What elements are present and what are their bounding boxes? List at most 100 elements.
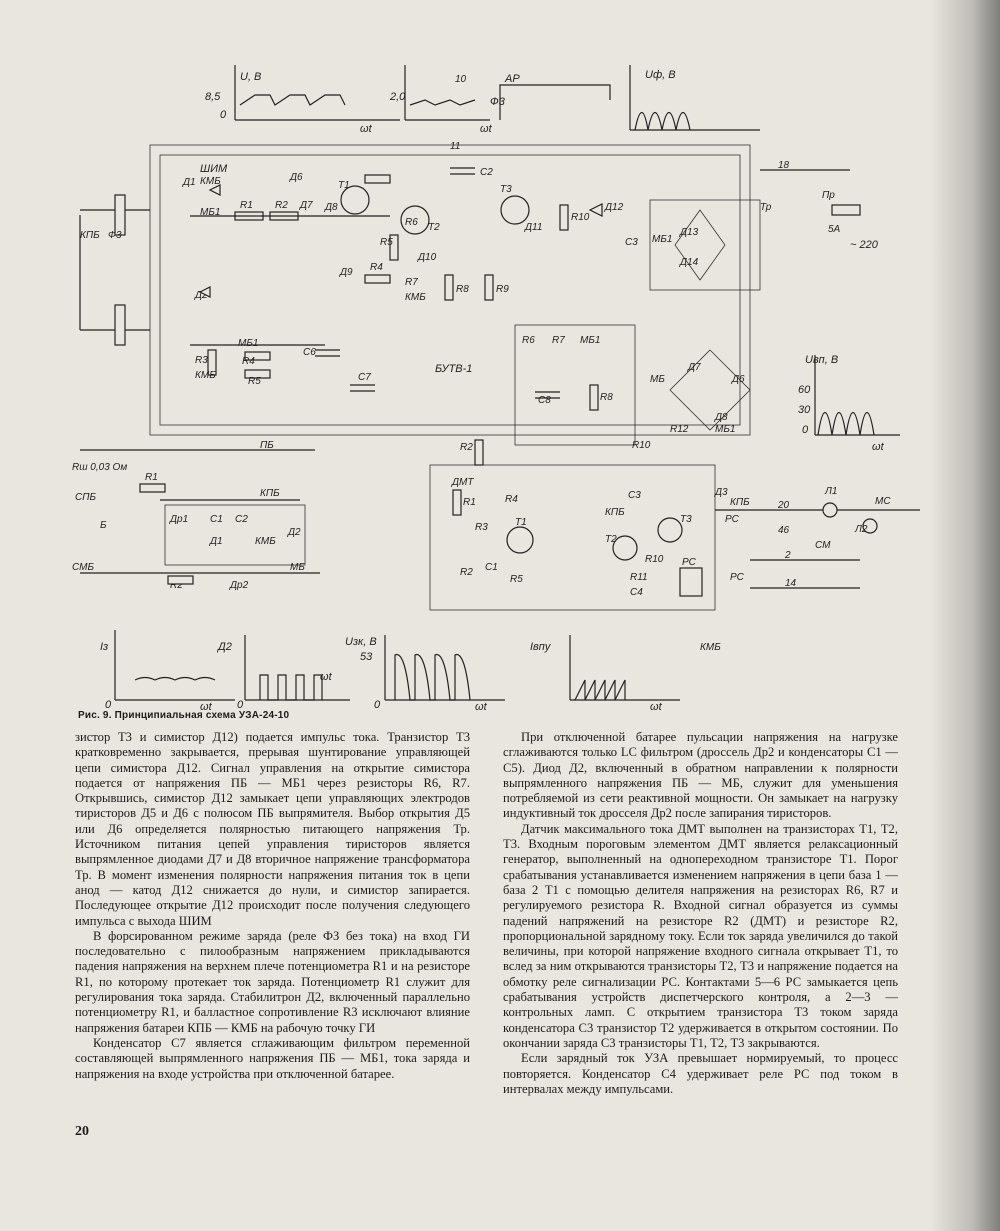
label-mb1-e: МБ1 xyxy=(715,424,735,435)
transistor-t1: T1 xyxy=(338,180,370,215)
label-r5-dmt: R5 xyxy=(510,574,523,585)
label-d14: Д14 xyxy=(679,257,699,268)
label-c2-out: C2 xyxy=(235,514,248,525)
label-r8b: R8 xyxy=(600,392,613,403)
label-sm: СМ xyxy=(815,540,831,551)
waveform-i-vpu: Iвпу ωt КМБ xyxy=(530,635,721,713)
label-rs-contact: РС xyxy=(725,514,740,525)
waveform-i-z: Iз 0 ωt xyxy=(100,630,235,713)
label-kmb-shim: КМБ xyxy=(200,176,221,187)
label-ms: МС xyxy=(875,496,891,507)
label-r4: R4 xyxy=(370,262,383,273)
label-r2-out: R2 xyxy=(170,580,183,591)
label-k18: 18 xyxy=(778,160,790,171)
label-d12: Д12 xyxy=(604,202,624,213)
axis-wt-2: ωt xyxy=(480,123,493,135)
label-dr1: Др1 xyxy=(169,514,188,525)
label-mb: МБ xyxy=(650,374,665,385)
page-edge-shadow xyxy=(930,0,1000,1231)
left-paragraph-2: В форсированном режиме заряда (реле ФЗ б… xyxy=(75,928,470,1035)
axis-53: 53 xyxy=(360,651,373,663)
label-butv: БУТВ-1 xyxy=(435,363,472,375)
label-r1-out: R1 xyxy=(145,472,158,483)
label-l2: Л2 xyxy=(854,524,868,535)
label-r8: R8 xyxy=(456,284,469,295)
right-paragraph-3: Если зарядный ток УЗА превышает нормируе… xyxy=(503,1051,898,1096)
figure-caption: Рис. 9. Принципиальная схема УЗА-24-10 xyxy=(78,710,290,721)
label-t3-dmt: T3 xyxy=(680,514,692,525)
label-kmb-out: КМБ xyxy=(255,536,276,547)
label-c6: C6 xyxy=(303,347,316,358)
dmt-block: ДМТ R1 R2 R4 R3 T1 R2 C1 R5 C3 КПБ T2 T3… xyxy=(429,439,750,611)
label-r11-dmt: R11 xyxy=(630,572,648,583)
label-r1: R1 xyxy=(240,200,253,211)
label-shim: ШИМ xyxy=(200,163,228,175)
label-d1-out: Д1 xyxy=(209,536,223,547)
axis-8-5: 8,5 xyxy=(205,91,221,103)
label-d2: Д2 xyxy=(194,290,208,301)
label-r1-dmt: R1 xyxy=(463,497,476,508)
label-r9: R9 xyxy=(496,284,509,295)
axis-wt-d2: ωt xyxy=(320,671,333,683)
label-r7b: R7 xyxy=(552,335,565,346)
waveform-uvp: Uвп, В 60 30 0 ωt xyxy=(798,354,900,453)
axis-wt-iz: ωt xyxy=(200,701,213,710)
axis-zero-vp: 0 xyxy=(802,424,809,436)
right-paragraph-2: Датчик максимального тока ДМТ выполнен н… xyxy=(503,821,898,1050)
label-r4-dmt: R4 xyxy=(505,494,518,505)
label-f3-top: Ф3 xyxy=(490,96,506,108)
axis-zero-iz: 0 xyxy=(105,699,112,710)
label-kpb-dmt: КПБ xyxy=(605,507,625,518)
label-t1-dmt: T1 xyxy=(515,517,527,528)
page-number: 20 xyxy=(75,1124,89,1139)
label-ac: ~ 220 xyxy=(850,239,879,251)
label-r10b: R10 xyxy=(632,440,651,451)
circuit-diagram: U, В 8,5 0 ωt 2,0 ωt АР Ф3 xyxy=(60,60,940,713)
label-r5: R5 xyxy=(380,237,393,248)
label-mb1-b: МБ1 xyxy=(652,234,672,245)
axis-60: 60 xyxy=(798,384,811,396)
label-r3-dmt: R3 xyxy=(475,522,488,533)
label-k14: 14 xyxy=(785,578,797,589)
label-r6b: R6 xyxy=(522,335,535,346)
label-r12: R12 xyxy=(670,424,689,435)
label-kmb-left: КМБ xyxy=(195,370,216,381)
label-t1: T1 xyxy=(338,180,350,191)
label-f3-left: Ф3 xyxy=(108,230,122,241)
label-kpb-out: КПБ xyxy=(260,488,280,499)
schematic-svg: U, В 8,5 0 ωt 2,0 ωt АР Ф3 xyxy=(72,65,920,713)
label-r2-dmt: R2 xyxy=(460,567,473,578)
label-mb-out: МБ xyxy=(290,562,305,573)
label-kmb-bottom: КМБ xyxy=(700,642,721,653)
right-paragraph-1: При отключенной батарее пульсации напряж… xyxy=(503,730,898,821)
label-t2-dmt: T2 xyxy=(605,534,617,545)
label-k20: 20 xyxy=(777,500,790,511)
label-kpb-left: КПБ xyxy=(80,230,100,241)
label-d8b: Д8 xyxy=(714,412,728,423)
label-d2-wave: Д2 xyxy=(216,641,232,653)
label-mb1-a: МБ1 xyxy=(200,207,220,218)
axis-2-0: 2,0 xyxy=(389,91,406,103)
waveform-u-zk: Uзк, В 53 0 ωt xyxy=(345,635,505,713)
label-d3-dmt: Д3 xyxy=(714,487,728,498)
main-rails xyxy=(79,144,751,436)
label-c-right: C3 xyxy=(625,237,638,248)
label-b: Б xyxy=(100,520,107,531)
label-spb: СПБ xyxy=(75,492,96,503)
label-rs-contact2: РС xyxy=(730,572,745,583)
label-dr2: Др2 xyxy=(229,580,249,591)
label-d9: Д9 xyxy=(339,267,353,278)
label-kmb-mid: КМБ xyxy=(405,292,426,303)
text-column-right: При отключенной батарее пульсации напряж… xyxy=(503,730,898,1097)
label-t3: T3 xyxy=(500,184,512,195)
label-c3-dmt: C3 xyxy=(628,490,641,501)
label-d6: Д6 xyxy=(289,172,303,183)
text-column-left: зистор Т3 и симистор Д12) подается импул… xyxy=(75,730,470,1082)
label-k10-top: 10 xyxy=(455,74,467,85)
label-dmt: ДМТ xyxy=(451,477,474,488)
label-i-vpu: Iвпу xyxy=(530,641,552,653)
label-r5b: R5 xyxy=(248,376,261,387)
label-u-f: Uф, В xyxy=(645,69,676,81)
label-smb: СМБ xyxy=(72,562,94,573)
